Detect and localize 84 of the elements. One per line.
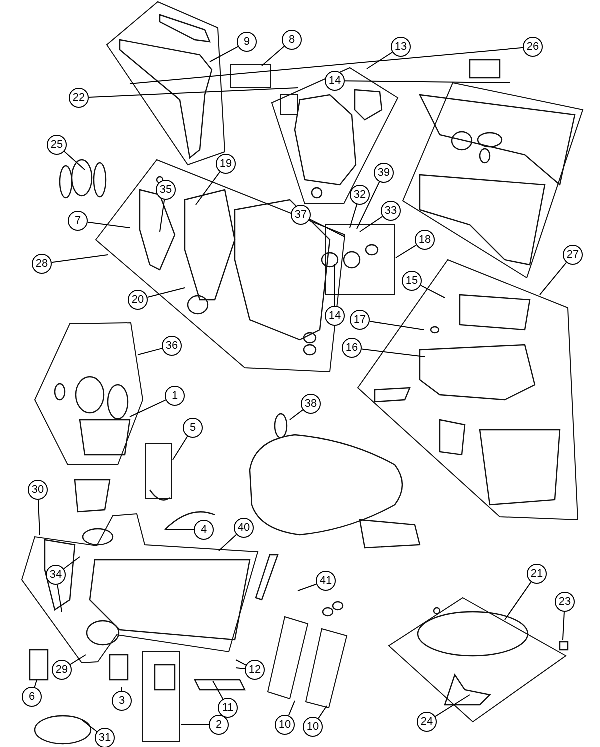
leader-line bbox=[298, 584, 318, 592]
leader-line bbox=[434, 694, 470, 718]
callout-number: 23 bbox=[555, 592, 575, 612]
callout-number: 5 bbox=[183, 418, 203, 438]
callout-number: 19 bbox=[216, 154, 236, 174]
callout-number: 38 bbox=[301, 394, 321, 414]
callout-number: 9 bbox=[237, 32, 257, 52]
leader-line bbox=[51, 254, 108, 264]
callout-number: 10 bbox=[275, 715, 295, 735]
leader-line bbox=[420, 285, 446, 298]
leader-line bbox=[334, 264, 336, 306]
leader-line bbox=[262, 46, 285, 66]
leader-line bbox=[34, 680, 38, 688]
callout-number: 21 bbox=[527, 564, 547, 584]
callout-number: 36 bbox=[162, 336, 182, 356]
callout-number: 14 bbox=[325, 306, 345, 326]
leader-line bbox=[180, 724, 210, 726]
leader-line bbox=[369, 321, 424, 330]
leader-line bbox=[344, 80, 510, 84]
callout-number: 30 bbox=[28, 480, 48, 500]
leader-line bbox=[288, 700, 296, 716]
callout-number: 24 bbox=[417, 712, 437, 732]
callout-number: 25 bbox=[47, 135, 67, 155]
leader-line bbox=[88, 88, 298, 98]
leader-line bbox=[64, 556, 80, 570]
callout-number: 22 bbox=[69, 88, 89, 108]
leader-line bbox=[57, 584, 62, 612]
callout-number: 39 bbox=[374, 163, 394, 183]
callout-number: 40 bbox=[234, 518, 254, 538]
leader-line bbox=[396, 244, 417, 258]
callout-number: 1 bbox=[165, 386, 185, 406]
leader-line bbox=[147, 288, 186, 298]
leader-line bbox=[130, 47, 524, 84]
callout-number: 13 bbox=[391, 37, 411, 57]
leader-line bbox=[87, 222, 130, 228]
callout-number: 12 bbox=[245, 660, 265, 680]
callout-number: 18 bbox=[415, 230, 435, 250]
callout-number: 28 bbox=[32, 254, 52, 274]
callout-number: 35 bbox=[156, 180, 176, 200]
leader-line bbox=[236, 660, 247, 666]
leader-line bbox=[360, 216, 384, 232]
callout-number: 17 bbox=[350, 310, 370, 330]
callout-number: 2 bbox=[209, 715, 229, 735]
callout-number: 15 bbox=[402, 271, 422, 291]
leader-line bbox=[70, 654, 86, 666]
callout-number: 33 bbox=[381, 201, 401, 221]
leader-line bbox=[350, 204, 358, 228]
callout-number: 6 bbox=[22, 687, 42, 707]
leader-line bbox=[361, 348, 426, 358]
callout-number: 3 bbox=[112, 691, 132, 711]
callout-number: 41 bbox=[316, 571, 336, 591]
callout-number: 20 bbox=[128, 290, 148, 310]
callout-number: 11 bbox=[218, 698, 238, 718]
leader-line bbox=[366, 52, 394, 70]
callout-number: 7 bbox=[68, 211, 88, 231]
leader-line bbox=[82, 720, 98, 732]
callout-number: 10 bbox=[303, 717, 323, 737]
leader-line bbox=[356, 182, 380, 230]
leader-line bbox=[172, 436, 188, 460]
leader-line bbox=[504, 582, 532, 620]
callout-number: 16 bbox=[342, 338, 362, 358]
leader-line bbox=[210, 46, 239, 62]
leader-line bbox=[130, 400, 166, 418]
leader-line bbox=[540, 262, 568, 296]
leader-line bbox=[138, 348, 163, 356]
leader-line bbox=[309, 218, 346, 238]
leader-line bbox=[318, 706, 328, 720]
leader-line bbox=[218, 534, 238, 552]
callout-number: 34 bbox=[46, 565, 66, 585]
callout-number: 32 bbox=[350, 185, 370, 205]
leader-line bbox=[160, 199, 166, 232]
leader-line bbox=[38, 500, 40, 536]
callout-number: 31 bbox=[95, 728, 115, 747]
callout-number: 37 bbox=[291, 205, 311, 225]
leader-line bbox=[236, 668, 246, 670]
callout-number: 26 bbox=[523, 37, 543, 57]
leader-line bbox=[212, 680, 224, 700]
callout-number: 8 bbox=[282, 30, 302, 50]
callout-number: 4 bbox=[194, 520, 214, 540]
callout-number: 27 bbox=[563, 245, 583, 265]
callout-number: 29 bbox=[52, 660, 72, 680]
callout-number: 14 bbox=[325, 71, 345, 91]
leader-line bbox=[290, 410, 304, 420]
leader-line bbox=[562, 611, 565, 640]
